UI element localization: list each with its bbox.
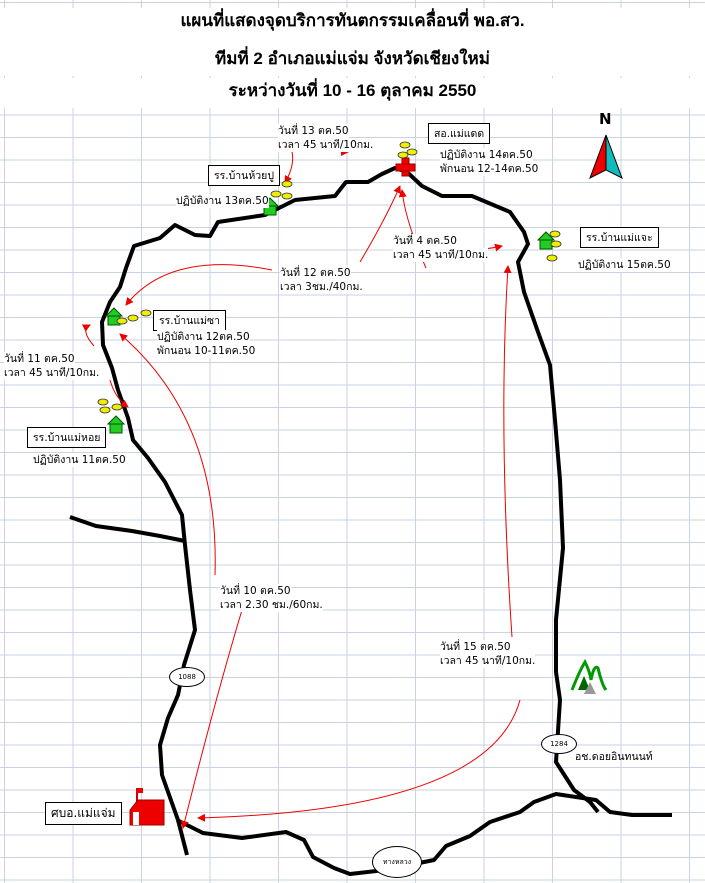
north-arrow-icon	[589, 134, 623, 180]
title-line-2: ทีมที่ 2 อำเภอแม่แจ่ม จังหวัดเชียงใหม่	[0, 46, 705, 76]
tent-icons	[97, 141, 562, 414]
title-line-1: แผนที่แสดงจุดบริการทันตกรรมเคลื่อนที่ พอ…	[0, 8, 705, 46]
route-arrow-15b	[503, 265, 513, 638]
route-arrow-11a	[81, 324, 95, 347]
route-arrow-13b	[284, 151, 294, 184]
route-arrow-10a	[119, 333, 216, 576]
label-maechae: รร.บ้านแม่แจะ	[580, 227, 659, 248]
route-arrow-10b	[180, 609, 243, 829]
route-arrow-15	[197, 699, 521, 822]
route-12-date: วันที่ 12 ตค.50	[280, 266, 351, 280]
route-4-date: วันที่ 4 ตค.50	[393, 234, 457, 248]
note-maesa-1: ปฏิบัติงาน 12ตค.50	[157, 330, 250, 344]
health-center-icon	[395, 157, 416, 177]
route-4-time: เวลา 45 นาที/10กม.	[393, 248, 489, 262]
route-11-date: วันที่ 11 ตค.50	[4, 352, 75, 366]
road-sign-1284: 1284	[541, 734, 577, 754]
route-arrow-11b	[109, 379, 129, 408]
route-13-time: เวลา 45 นาที/10กม.	[278, 138, 374, 152]
label-maesa: รร.บ้านแม่ซา	[153, 310, 227, 331]
route-15-time: เวลา 45 นาที/10กม.	[440, 654, 536, 668]
note-huaypu: ปฏิบัติงาน 13ตค.50	[176, 194, 269, 208]
compass-label: N	[599, 110, 612, 128]
route-15-date: วันที่ 15 ตค.50	[440, 640, 511, 654]
note-maehoi: ปฏิบัติงาน 11ตค.50	[33, 453, 126, 467]
west-branch-road	[69, 515, 186, 543]
title-line-3: ระหว่างวันที่ 10 - 16 ตุลาคม 2550	[0, 78, 705, 108]
label-office: ศบอ.แม่แจ่ม	[45, 802, 122, 825]
route-arrow-12b	[125, 264, 273, 306]
label-maehoi: รร.บ้านแม่หอย	[27, 427, 107, 448]
note-maesa-2: พักนอน 10-11ตค.50	[157, 344, 256, 358]
note-maechae: ปฏิบัติงาน 15ตค.50	[578, 258, 671, 272]
route-arrow-12a	[359, 185, 401, 263]
route-10-date: วันที่ 10 ตค.50	[220, 584, 291, 598]
bottom-road	[176, 792, 672, 876]
route-13-date: วันที่ 13 ตค.50	[278, 124, 349, 138]
label-maedaet: สอ.แม่แดด	[428, 123, 491, 144]
route-11-time: เวลา 45 นาที/10กม.	[4, 366, 100, 380]
district-office-icon	[129, 788, 165, 826]
label-park: อช.ดอยอินทนนท์	[575, 751, 653, 763]
route-12-time: เวลา 3ชม./40กม.	[280, 280, 363, 294]
label-huaypu: รร.บ้านห้วยปู	[208, 165, 280, 186]
note-maedaet-1: ปฏิบัติงาน 14ตค.50	[440, 148, 533, 162]
road-sign-highway: ทางหลวง	[372, 846, 422, 878]
road-sign-1088: 1088	[169, 667, 205, 687]
route-10-time: เวลา 2.30 ชม./60กม.	[220, 598, 323, 612]
school-house-icons	[104, 197, 556, 434]
mountain-park-icon	[570, 658, 608, 694]
note-maedaet-2: พักนอน 12-14ตค.50	[440, 162, 539, 176]
